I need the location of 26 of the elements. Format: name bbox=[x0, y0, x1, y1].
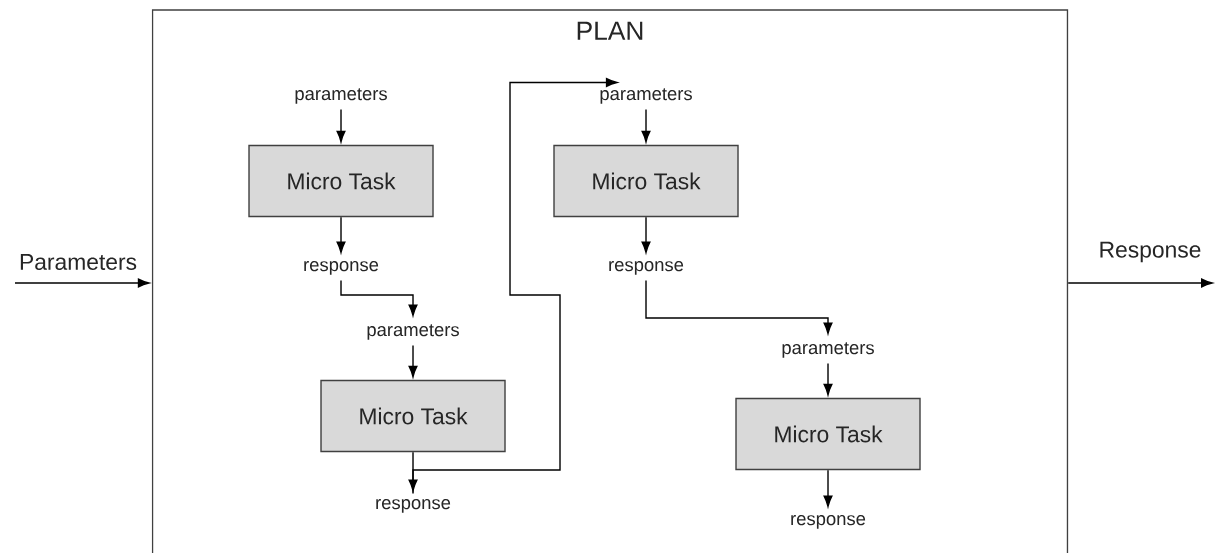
arrow bbox=[641, 108, 651, 143]
arrow bbox=[408, 344, 418, 378]
edge-label: Response bbox=[1096, 240, 1204, 264]
arrow bbox=[336, 108, 346, 143]
task-box: Micro Task bbox=[248, 144, 434, 218]
arrow bbox=[645, 279, 833, 335]
arrow bbox=[336, 216, 346, 254]
arrow bbox=[1067, 278, 1213, 288]
arrow bbox=[412, 78, 618, 495]
arrow bbox=[823, 469, 833, 508]
flow-label: response bbox=[791, 515, 866, 529]
flow-label: parameters bbox=[295, 88, 387, 104]
flow-label: parameters bbox=[600, 88, 692, 104]
flow-label: response bbox=[376, 499, 451, 513]
flow-label: parameters bbox=[367, 324, 459, 340]
task-box: Micro Task bbox=[320, 379, 506, 453]
arrow bbox=[823, 362, 833, 396]
task-box: Micro Task bbox=[553, 144, 739, 218]
arrow bbox=[14, 278, 150, 288]
edge-label: Parameters bbox=[17, 252, 139, 272]
arrow bbox=[641, 216, 651, 254]
arrow bbox=[340, 279, 418, 317]
flow-label: response bbox=[304, 261, 379, 275]
flow-label: response bbox=[609, 261, 684, 275]
flow-label: parameters bbox=[782, 342, 874, 358]
task-box: Micro Task bbox=[735, 397, 921, 471]
